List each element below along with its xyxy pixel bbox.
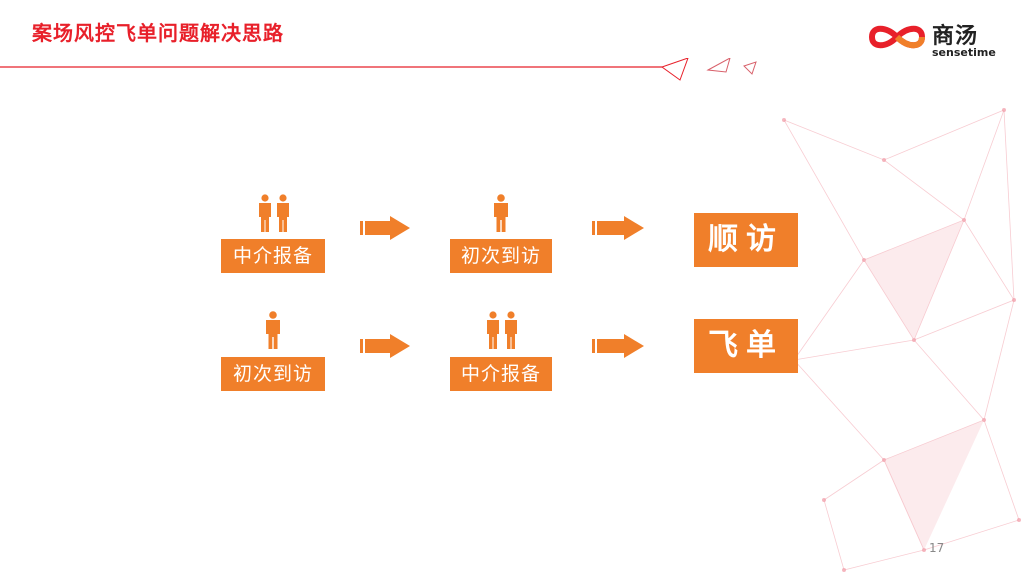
two-persons-icon	[259, 194, 289, 232]
flow2-result: 飞单	[694, 319, 798, 373]
flow2-step1-label: 初次到访	[221, 357, 325, 391]
infinity-logo-icon	[868, 25, 926, 49]
person-icon	[266, 311, 280, 349]
two-persons-icon	[487, 311, 517, 349]
page-number: 17	[929, 541, 945, 555]
arrow-right-icon	[592, 216, 644, 240]
arrow-right-icon	[360, 216, 410, 240]
arrow-right-icon	[360, 334, 410, 358]
flow2-step2-label: 中介报备	[450, 357, 552, 391]
header-divider	[0, 58, 757, 81]
flow1-step1-label: 中介报备	[221, 239, 325, 273]
arrow-right-icon	[592, 334, 644, 358]
sensetime-logo: 商汤 sensetime	[866, 18, 1006, 64]
logo-name-cn: 商汤	[932, 24, 979, 49]
network-background	[782, 108, 1021, 572]
logo-name-en: sensetime	[932, 46, 996, 59]
flow1-result: 顺访	[694, 213, 798, 267]
person-icon	[494, 194, 508, 232]
flow1-step2-label: 初次到访	[450, 239, 552, 273]
slide-title: 案场风控飞单问题解决思路	[32, 21, 284, 45]
